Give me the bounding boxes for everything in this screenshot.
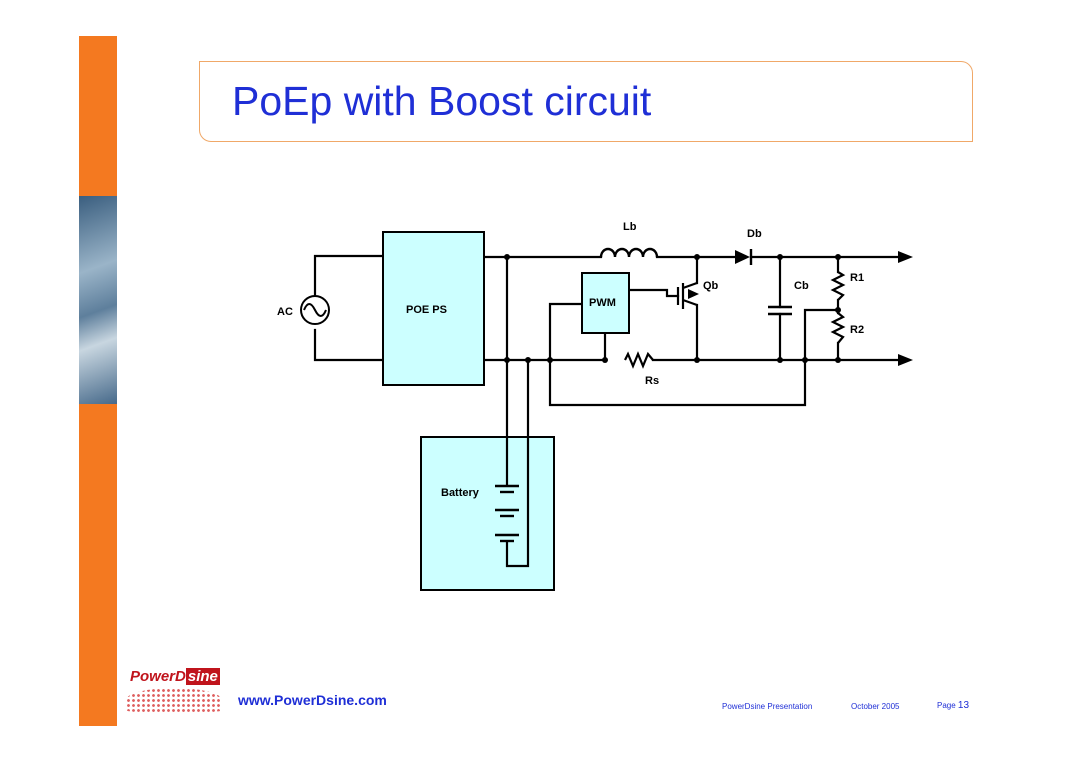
battery-cells-icon	[495, 484, 519, 543]
label-r1: R1	[850, 272, 864, 284]
inductor-lb-icon	[599, 247, 659, 258]
capacitor-cb-icon	[768, 305, 792, 316]
ac-bottom-wire	[313, 328, 385, 362]
footer-page: Page 13	[937, 700, 969, 711]
label-db: Db	[747, 228, 762, 240]
pwm-left-wire	[548, 302, 807, 407]
output-arrow-bottom-icon	[898, 354, 913, 366]
label-poe-ps: POE PS	[406, 304, 447, 316]
label-ac: AC	[277, 306, 293, 318]
label-qb: Qb	[703, 280, 719, 292]
logo-text-right: sine	[185, 668, 220, 685]
logo-text-left: PowerD	[130, 668, 186, 685]
footer-page-number: 13	[957, 700, 970, 711]
pwm-box	[581, 272, 630, 334]
label-r2: R2	[850, 324, 864, 336]
battery-box	[420, 436, 555, 591]
label-rs: Rs	[645, 375, 659, 387]
website-url: www.PowerDsine.com	[238, 692, 387, 708]
pwm-gate-wire	[627, 288, 680, 298]
resistor-rs-icon	[624, 351, 654, 369]
feedback-wire	[803, 308, 840, 362]
slide-title: PoEp with Boost circuit	[232, 78, 652, 124]
resistor-r1-icon	[830, 271, 846, 301]
label-lb: Lb	[623, 221, 637, 233]
diode-db-icon	[735, 249, 753, 265]
poe-ps-box	[382, 231, 485, 386]
junction-dots	[504, 254, 841, 363]
label-pwm: PWM	[589, 297, 616, 309]
title-frame	[199, 61, 973, 142]
label-cb: Cb	[794, 280, 809, 292]
ac-top-wire	[313, 254, 385, 312]
footer-page-label: Page	[937, 701, 956, 710]
resistor-r2-icon	[830, 312, 846, 344]
footer-date: October 2005	[851, 702, 900, 711]
transistor-qb-icon	[676, 281, 699, 309]
side-decorative-image	[79, 196, 117, 404]
footer-presentation: PowerDsine Presentation	[722, 702, 813, 711]
output-arrow-top-icon	[898, 251, 913, 263]
logo-dot-pattern	[126, 688, 222, 712]
ac-source-icon	[300, 295, 330, 325]
label-battery: Battery	[441, 487, 480, 499]
